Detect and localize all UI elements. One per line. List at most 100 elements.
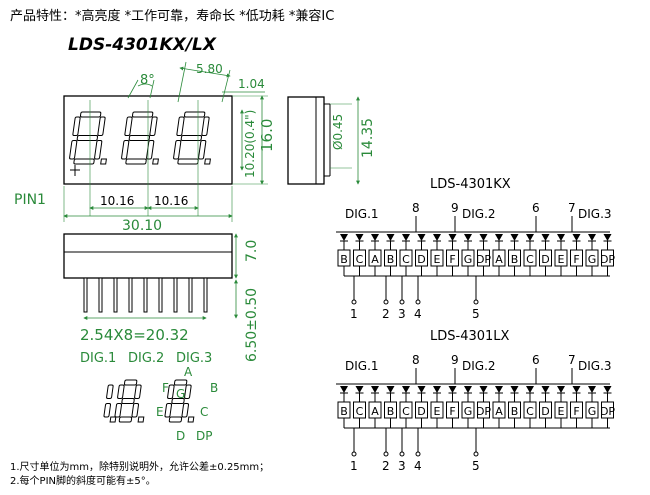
segment-label-17: G <box>588 405 597 418</box>
segment-label-16: F <box>573 253 579 266</box>
diode-9 <box>464 386 472 393</box>
segment-d <box>118 416 133 423</box>
front-digit-1 <box>69 111 107 165</box>
diode-5 <box>402 234 410 241</box>
circuit-dig-label-3: DIG.3 <box>578 207 612 221</box>
body-height-dimension: 7.0 <box>244 240 260 262</box>
diode-18 <box>603 386 612 393</box>
circuit-bottom-pin-5: 5 <box>472 459 480 473</box>
segment-e <box>69 140 78 160</box>
diode-11 <box>495 234 503 241</box>
pin-6 <box>158 277 163 313</box>
diode-17 <box>588 234 596 241</box>
diode-4 <box>386 234 395 241</box>
circuit-bottom-pin-3: 3 <box>398 459 406 473</box>
dig1-label: DIG.1 <box>80 351 116 366</box>
dp-offset-dimension: 1.04 <box>238 77 265 91</box>
pin-span-dimension: 2.54X8=20.32 <box>80 326 189 344</box>
segment-f <box>72 116 81 136</box>
pin-9 <box>203 277 208 313</box>
segment-label-6: D <box>417 253 425 266</box>
pin-view: 7.0 6.50±0.50 2.54X8=20.32 <box>63 233 260 362</box>
height-total-dimension: 16.0 <box>258 119 276 152</box>
segment-label-5: C <box>402 405 410 418</box>
segment-c <box>181 403 190 418</box>
diode-6 <box>417 234 426 241</box>
label-digit-1 <box>103 384 117 423</box>
segment-label-13: C <box>526 253 534 266</box>
pin-1 <box>83 277 88 313</box>
segment-dp <box>109 416 117 423</box>
segment-label-15: E <box>558 405 565 418</box>
circuit-common-pin-8: 8 <box>412 201 420 215</box>
circuit-common-pin-6: 6 <box>532 353 540 367</box>
circuit-bottom-pin-1: 1 <box>350 459 358 473</box>
circuit-common-pin-6: 6 <box>532 201 540 215</box>
circuit-dig-label-1: DIG.1 <box>345 359 379 373</box>
circuit-common-pin-8: 8 <box>412 353 420 367</box>
segment-f <box>176 116 185 136</box>
front-digits <box>69 111 211 165</box>
segment-label-14: D <box>541 253 549 266</box>
circuit-dig-label-2: DIG.2 <box>462 359 496 373</box>
segment-label-8: F <box>449 405 455 418</box>
pitch-1-dimension: 10.16 <box>100 194 134 208</box>
pitch-2-dimension: 10.16 <box>154 194 188 208</box>
segment-g <box>76 135 99 141</box>
pin-diameter-dimension: Ø0.45 <box>331 114 345 150</box>
label-digit-2 <box>114 379 145 423</box>
segment-label-7: E <box>434 253 441 266</box>
diode-5 <box>402 386 410 393</box>
segment-b <box>184 384 192 399</box>
diode-12 <box>510 234 519 241</box>
dig2-label: DIG.2 <box>128 351 164 366</box>
segment-c <box>103 403 112 418</box>
circuit-common-pin-9: 9 <box>451 353 459 367</box>
seg-label-dp: DP <box>196 429 212 443</box>
diode-3 <box>371 234 379 241</box>
diode-16 <box>572 386 581 393</box>
seg-label-g: G <box>176 387 185 401</box>
diode-16 <box>572 234 581 241</box>
pin-2 <box>98 277 103 313</box>
segment-label-13: C <box>526 405 534 418</box>
diode-2 <box>355 386 364 393</box>
segment-b <box>106 384 114 399</box>
segment-dp <box>100 158 107 165</box>
segment-e <box>114 403 123 418</box>
diode-14 <box>541 234 550 241</box>
circuit-bottom-pin-5: 5 <box>472 307 480 321</box>
circuit-common-pin-7: 7 <box>568 353 576 367</box>
segment-a <box>183 111 206 118</box>
pin-8 <box>188 277 193 313</box>
segment-d <box>177 158 199 165</box>
circuit-dig-label-2: DIG.2 <box>462 207 496 221</box>
pin-5 <box>143 277 148 313</box>
segment-c <box>198 140 207 160</box>
circuit-bottom-pin-1: 1 <box>350 307 358 321</box>
diode-2 <box>355 234 364 241</box>
diode-12 <box>510 386 519 393</box>
seg-label-d: D <box>176 429 185 443</box>
seg-label-a: A <box>184 365 193 379</box>
circuit-dig-label-1: DIG.1 <box>345 207 379 221</box>
circuit-title: LDS-4301KX <box>430 177 511 192</box>
segment-dp <box>187 416 195 423</box>
circuit-bottom-pin-2: 2 <box>382 307 390 321</box>
segment-g <box>121 398 135 404</box>
segment-label-9: G <box>464 405 473 418</box>
segment-dp <box>152 158 159 165</box>
segment-label-11: A <box>495 405 503 418</box>
segment-c <box>131 403 140 418</box>
segment-g <box>171 398 185 404</box>
segment-g <box>128 135 151 141</box>
segment-e <box>164 403 173 418</box>
segment-label-4: B <box>387 405 395 418</box>
segment-label-12: B <box>511 405 519 418</box>
width-total-dimension: 30.10 <box>122 218 162 234</box>
diode-13 <box>526 386 534 393</box>
front-digit-2 <box>121 111 159 165</box>
